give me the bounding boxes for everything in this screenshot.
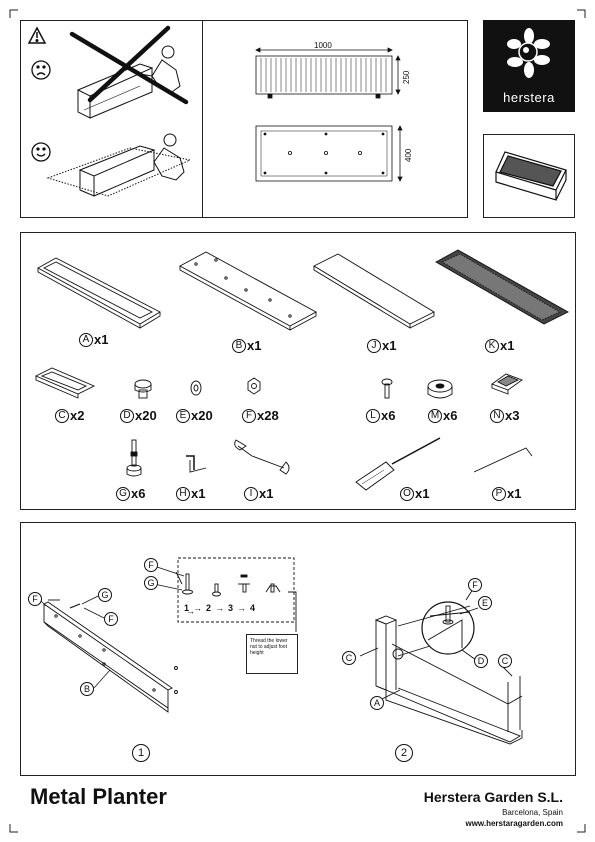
sequence-step-2: 2 [206,603,212,613]
step2-callout-c-right: C [498,654,512,668]
product-thumbnail [483,134,575,218]
part-k-mesh-icon [435,249,569,325]
step1-callout-g: G [98,588,112,602]
step1-panel-drawing [43,599,178,713]
step2-callout-c-left: C [342,651,356,665]
warning-panel [20,20,468,218]
foot-adjust-note: Thread the lower nut to adjust foot heig… [246,634,298,674]
part-m-wheel-icon [427,379,453,399]
parts-panel [20,232,576,510]
part-i-wrench-icon [234,439,290,475]
part-h-hexkey-icon [186,455,207,473]
brand-name: herstera [503,90,555,105]
dimension-length: 1000 [314,41,332,50]
step1-callout-b: B [80,682,94,696]
part-f-nut-icon [247,377,261,395]
assembly-panel [20,522,576,776]
part-c-frame-icon [34,367,96,399]
part-o-screwdriver-icon [355,437,441,491]
cross-out-mark [69,25,189,105]
part-n-pad-icon [491,373,523,395]
sequence-row: 1 → 2 → 3 → 4 [184,603,256,613]
step-2-number: 2 [395,744,413,762]
part-g-foot-icon [126,439,142,477]
part-e-washer-icon [190,380,202,396]
company-city: Barcelona, Spain [502,808,563,817]
part-p-hexkey-icon [473,447,533,473]
sequence-step-1: 1 [184,603,190,613]
happy-face-icon [31,142,51,162]
document-title: Metal Planter [30,784,167,809]
sequence-step-3: 3 [228,603,234,613]
sad-face-icon [31,60,51,80]
step2-callout-e: E [478,596,492,610]
part-d-bolt-icon [134,379,152,399]
sequence-arrows: → [186,606,195,616]
warning-icon [27,26,47,44]
part-b-panel-icon [179,251,317,331]
step2-box-drawing [374,605,523,745]
part-a-frame-icon [37,257,161,329]
company-name: Herstera Garden S.L. [423,789,563,805]
company-website: www.herstaragarden.com [465,819,563,828]
correct-assembly-drawing [46,133,192,197]
step2-callout-d: D [474,654,488,668]
step2-callout-a: A [370,696,384,710]
foot-sequence-drawing [182,573,281,597]
part-j-plate-icon [313,253,435,329]
step2-callout-f: F [468,578,482,592]
step1-callout-f-left: F [28,592,42,606]
part-l-screw-icon [381,378,393,399]
step1-callout-f-top: F [144,558,158,572]
step-1-number: 1 [132,744,150,762]
step1-callout-f: F [104,612,118,626]
panel-divider [202,20,203,218]
sequence-step-4: 4 [250,603,256,613]
step1-callout-g-top: G [144,576,158,590]
